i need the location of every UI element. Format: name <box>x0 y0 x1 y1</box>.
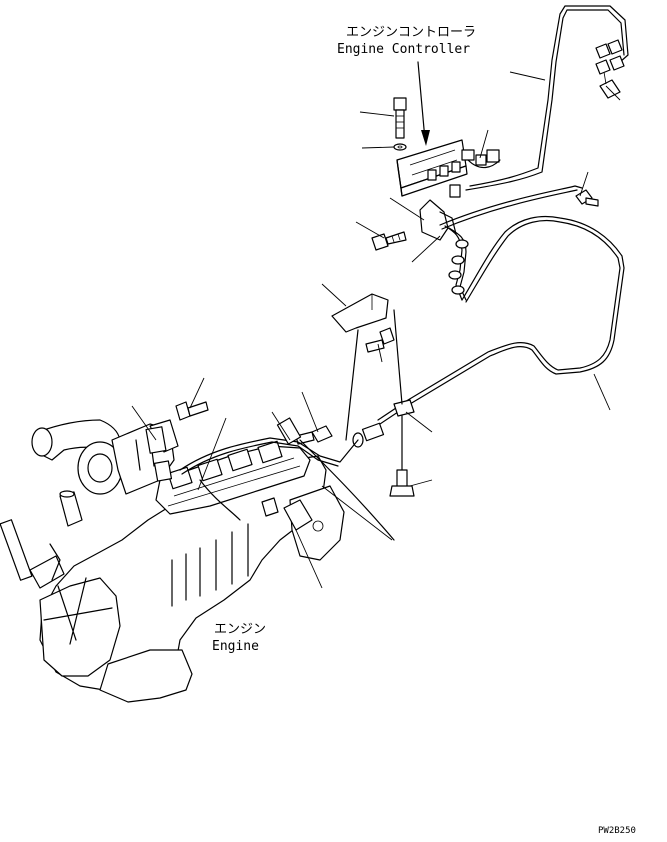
engine-front <box>0 519 121 677</box>
main-cable <box>377 215 625 425</box>
exhaust-pipe <box>59 490 83 527</box>
drawing-code: PW2B250 <box>598 826 636 836</box>
bracket-bolt-right <box>575 189 599 207</box>
controller-bolt <box>393 97 407 139</box>
controller-washer <box>393 143 407 151</box>
top-right-connectors <box>595 39 625 99</box>
cable-clamp <box>393 399 415 471</box>
cable-end-connector <box>352 422 385 448</box>
engine-controller <box>396 139 468 197</box>
upper-harness <box>465 5 629 191</box>
controller-arrow <box>417 61 430 146</box>
middle-harness <box>439 185 583 301</box>
bracket-plate <box>331 293 403 441</box>
leader-lines <box>131 71 621 589</box>
harness-bracket <box>419 199 457 241</box>
bracket-plate-bolt <box>365 327 395 353</box>
bracket-bolt-left <box>371 231 407 251</box>
engine-harness <box>179 417 395 541</box>
engine-label-jp: エンジン <box>214 622 266 637</box>
controller-label-en: Engine Controller <box>337 42 470 57</box>
lower-vertical-bolt <box>389 469 415 497</box>
sensor-bolt-turbo <box>175 401 209 421</box>
ecu-connectors <box>449 149 501 198</box>
controller-label-jp: エンジンコントローラ <box>346 25 476 40</box>
engine-label-en: Engine <box>212 639 259 654</box>
